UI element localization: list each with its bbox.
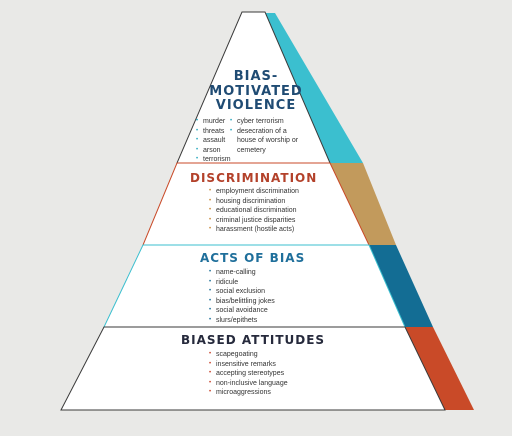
tier3-title: ACTS OF BIAS xyxy=(200,251,306,265)
tier2-title: DISCRIMINATION xyxy=(190,171,318,185)
list-item: microaggressions xyxy=(209,388,288,398)
tier4-list: scapegoating insensitive remarks accepti… xyxy=(209,350,288,398)
list-item: name-calling xyxy=(209,268,275,278)
list-item: murder xyxy=(196,117,231,127)
list-item: accepting stereotypes xyxy=(209,369,288,379)
tier1-title: BIAS- MOTIVATED VIOLENCE xyxy=(208,69,304,114)
list-item: threats xyxy=(196,127,231,137)
list-item: slurs/epithets xyxy=(209,316,275,326)
tier1-title-line: MOTIVATED xyxy=(209,83,303,99)
tier1-list-col2: cyber terrorism desecration of a house o… xyxy=(230,117,300,155)
tier1-title-line: BIAS- xyxy=(233,69,279,84)
list-item: non-inclusive language xyxy=(209,379,288,389)
list-item: ridicule xyxy=(209,278,275,288)
list-item: desecration of a house of worship or cem… xyxy=(230,127,300,156)
tier3-accent-band xyxy=(369,245,433,327)
tier2-accent-band xyxy=(330,163,396,245)
list-item: educational discrimination xyxy=(209,206,299,216)
list-item: criminal justice disparities xyxy=(209,216,299,226)
list-item: scapegoating xyxy=(209,350,288,360)
list-item: harassment (hostile acts) xyxy=(209,225,299,235)
list-item: bias/belittling jokes xyxy=(209,297,275,307)
list-item: insensitive remarks xyxy=(209,360,288,370)
tier2-list: employment discrimination housing discri… xyxy=(209,187,299,235)
list-item: arson xyxy=(196,146,231,156)
list-item: social avoidance xyxy=(209,306,275,316)
tier1-accent-band xyxy=(265,13,363,163)
list-item: social exclusion xyxy=(209,287,275,297)
tier3-list: name-calling ridicule social exclusion b… xyxy=(209,268,275,326)
tier1-list-col1: murder threats assault arson terrorism xyxy=(196,117,231,165)
list-item: assault xyxy=(196,136,231,146)
list-item: housing discrimination xyxy=(209,197,299,207)
list-item: terrorism xyxy=(196,155,231,165)
list-item: cyber terrorism xyxy=(230,117,300,127)
tier1-title-line: VIOLENCE xyxy=(215,98,297,114)
list-item: employment discrimination xyxy=(209,187,299,197)
tier4-title: BIASED ATTITUDES xyxy=(181,333,326,347)
tier4-accent-band xyxy=(405,327,474,410)
